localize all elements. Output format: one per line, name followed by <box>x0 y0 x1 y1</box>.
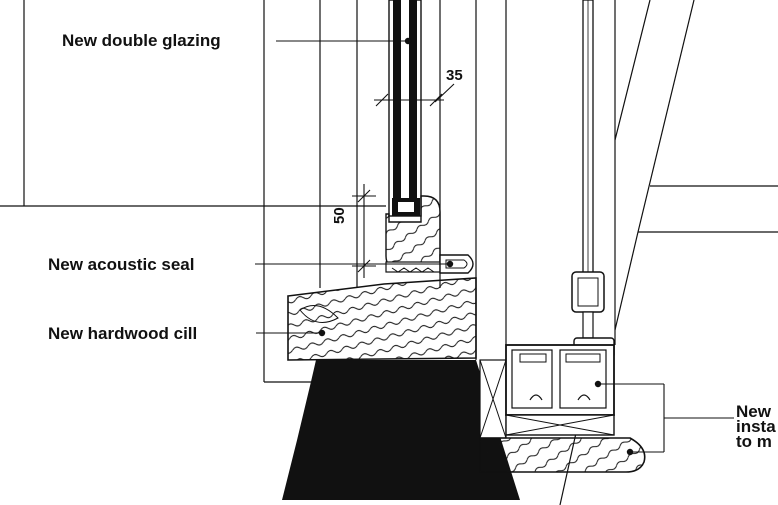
label-double-glazing: New double glazing <box>62 31 221 50</box>
masonry-wall <box>282 360 520 500</box>
reveal-wall <box>559 0 778 505</box>
dimension-50: 50 <box>331 207 348 224</box>
label-hardwood-cill: New hardwood cill <box>48 324 198 343</box>
secondary-glazing <box>571 0 615 359</box>
timber-bead <box>479 437 646 473</box>
leader-dots <box>318 37 634 456</box>
label-secondary-glazing: New insta to m <box>736 402 776 451</box>
leader-lines <box>255 40 734 453</box>
dimension-lines <box>352 83 455 278</box>
aluminium-subframe <box>505 344 615 436</box>
packing-block <box>479 359 507 439</box>
secondary-line-1: New <box>736 402 771 421</box>
secondary-line-2: insta <box>736 417 776 436</box>
hardwood-cill <box>287 277 477 361</box>
dimension-35: 35 <box>446 67 463 84</box>
double-glazing-unit <box>388 0 422 217</box>
frame-lines <box>0 0 616 383</box>
label-acoustic-seal: New acoustic seal <box>48 255 195 274</box>
secondary-line-3: to m <box>736 432 772 451</box>
acoustic-seal <box>385 254 474 274</box>
